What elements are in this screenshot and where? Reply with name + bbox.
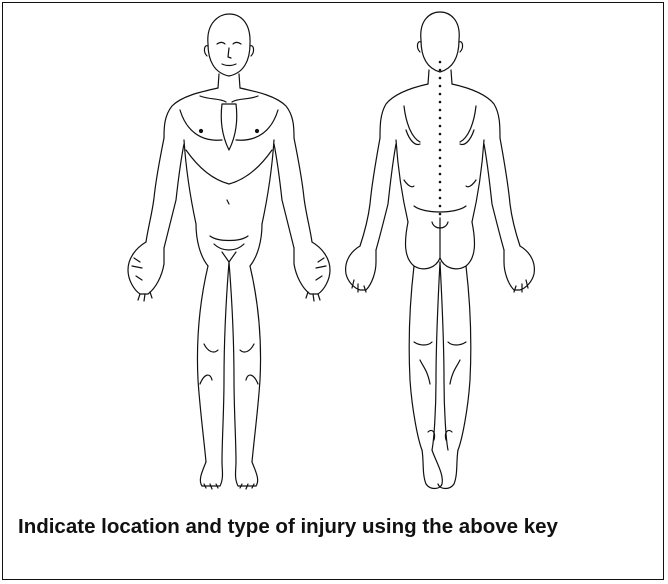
front-right-hand <box>294 242 330 294</box>
back-right-hand <box>504 246 534 290</box>
back-body-figure <box>346 12 535 489</box>
front-right-foot <box>236 462 258 486</box>
front-left-hand <box>128 242 164 294</box>
front-head <box>208 14 250 76</box>
back-left-foot <box>422 450 442 489</box>
back-right-foot <box>438 450 458 489</box>
back-left-hand <box>346 246 376 290</box>
instruction-text: Indicate location and type of injury usi… <box>18 515 658 539</box>
spine-dots <box>439 61 442 216</box>
front-body-figure <box>128 14 330 489</box>
front-left-foot <box>200 462 222 486</box>
